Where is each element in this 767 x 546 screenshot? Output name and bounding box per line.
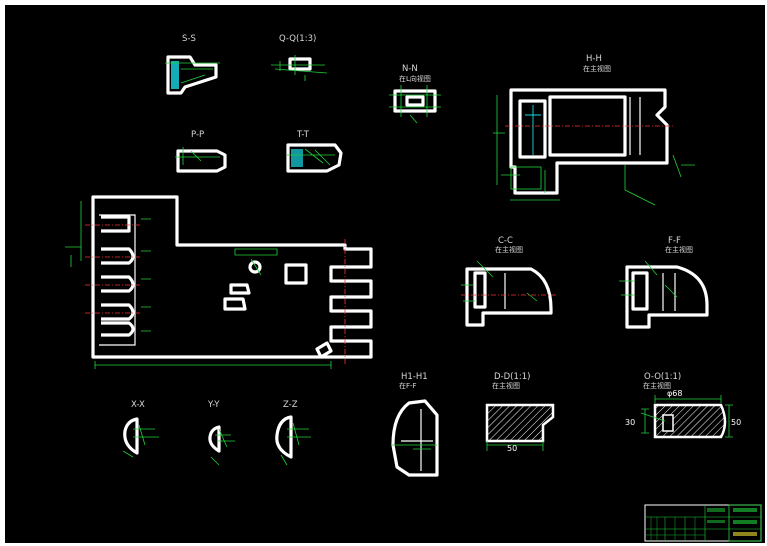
view-z-z: Z-Z (275, 400, 311, 466)
view-x-x-title: X-X (131, 400, 145, 410)
view-h1-h1-subtitle: 在F-F (399, 381, 417, 390)
view-y-y: Y-Y (207, 400, 235, 466)
view-s-s-title: S-S (182, 34, 196, 44)
view-n-n-title: N-N (402, 64, 418, 74)
view-n-n-subtitle: 在L向视图 (399, 74, 431, 83)
view-d-d-title: D-D(1:1) (494, 372, 530, 382)
drawing-sheet: S-S Q-Q(1:3) N-N 在L向视图 H-H 在主视图 P-P (5, 5, 765, 543)
view-f-f-subtitle: 在主视图 (665, 245, 693, 254)
view-d-d-subtitle: 在主视图 (492, 381, 520, 390)
oo-right-dim: 50 (731, 418, 741, 427)
oo-left-dim: 30 (625, 418, 635, 427)
view-d-d: D-D(1:1) 在主视图 50 (485, 372, 555, 453)
view-f-f: F-F 在主视图 (619, 236, 709, 329)
view-t-t-title: T-T (296, 130, 310, 140)
view-h-h: H-H 在主视图 (493, 54, 695, 206)
view-x-x: X-X (122, 400, 159, 458)
oo-diameter-dim: φ68 (667, 389, 682, 398)
title-block (644, 504, 762, 542)
view-p-p: P-P (175, 130, 227, 173)
view-s-s: S-S (165, 34, 220, 95)
view-h-h-subtitle: 在主视图 (583, 64, 611, 73)
view-q-q-title: Q-Q(1:3) (279, 34, 316, 44)
dd-width-dim: 50 (507, 444, 517, 453)
view-h-h-title: H-H (586, 54, 602, 64)
view-o-o-subtitle: 在主视图 (643, 381, 671, 390)
view-h1-h1: H1-H1 在F-F (391, 372, 439, 477)
main-view (65, 195, 373, 369)
view-z-z-title: Z-Z (283, 400, 298, 410)
view-h1-h1-title: H1-H1 (401, 372, 428, 382)
view-c-c: C-C 在主视图 (461, 236, 557, 327)
view-f-f-title: F-F (668, 236, 681, 246)
view-o-o-title: O-O(1:1) (644, 372, 681, 382)
view-y-y-title: Y-Y (207, 400, 220, 410)
cad-drawing: S-S Q-Q(1:3) N-N 在L向视图 H-H 在主视图 P-P (65, 34, 762, 542)
view-p-p-title: P-P (191, 130, 204, 140)
view-o-o: O-O(1:1) 在主视图 φ68 30 50 (625, 372, 741, 439)
view-q-q: Q-Q(1:3) (271, 34, 328, 81)
view-n-n: N-N 在L向视图 (389, 64, 441, 124)
view-c-c-subtitle: 在主视图 (495, 245, 523, 254)
view-c-c-title: C-C (498, 236, 513, 246)
view-t-t: T-T (286, 130, 343, 173)
